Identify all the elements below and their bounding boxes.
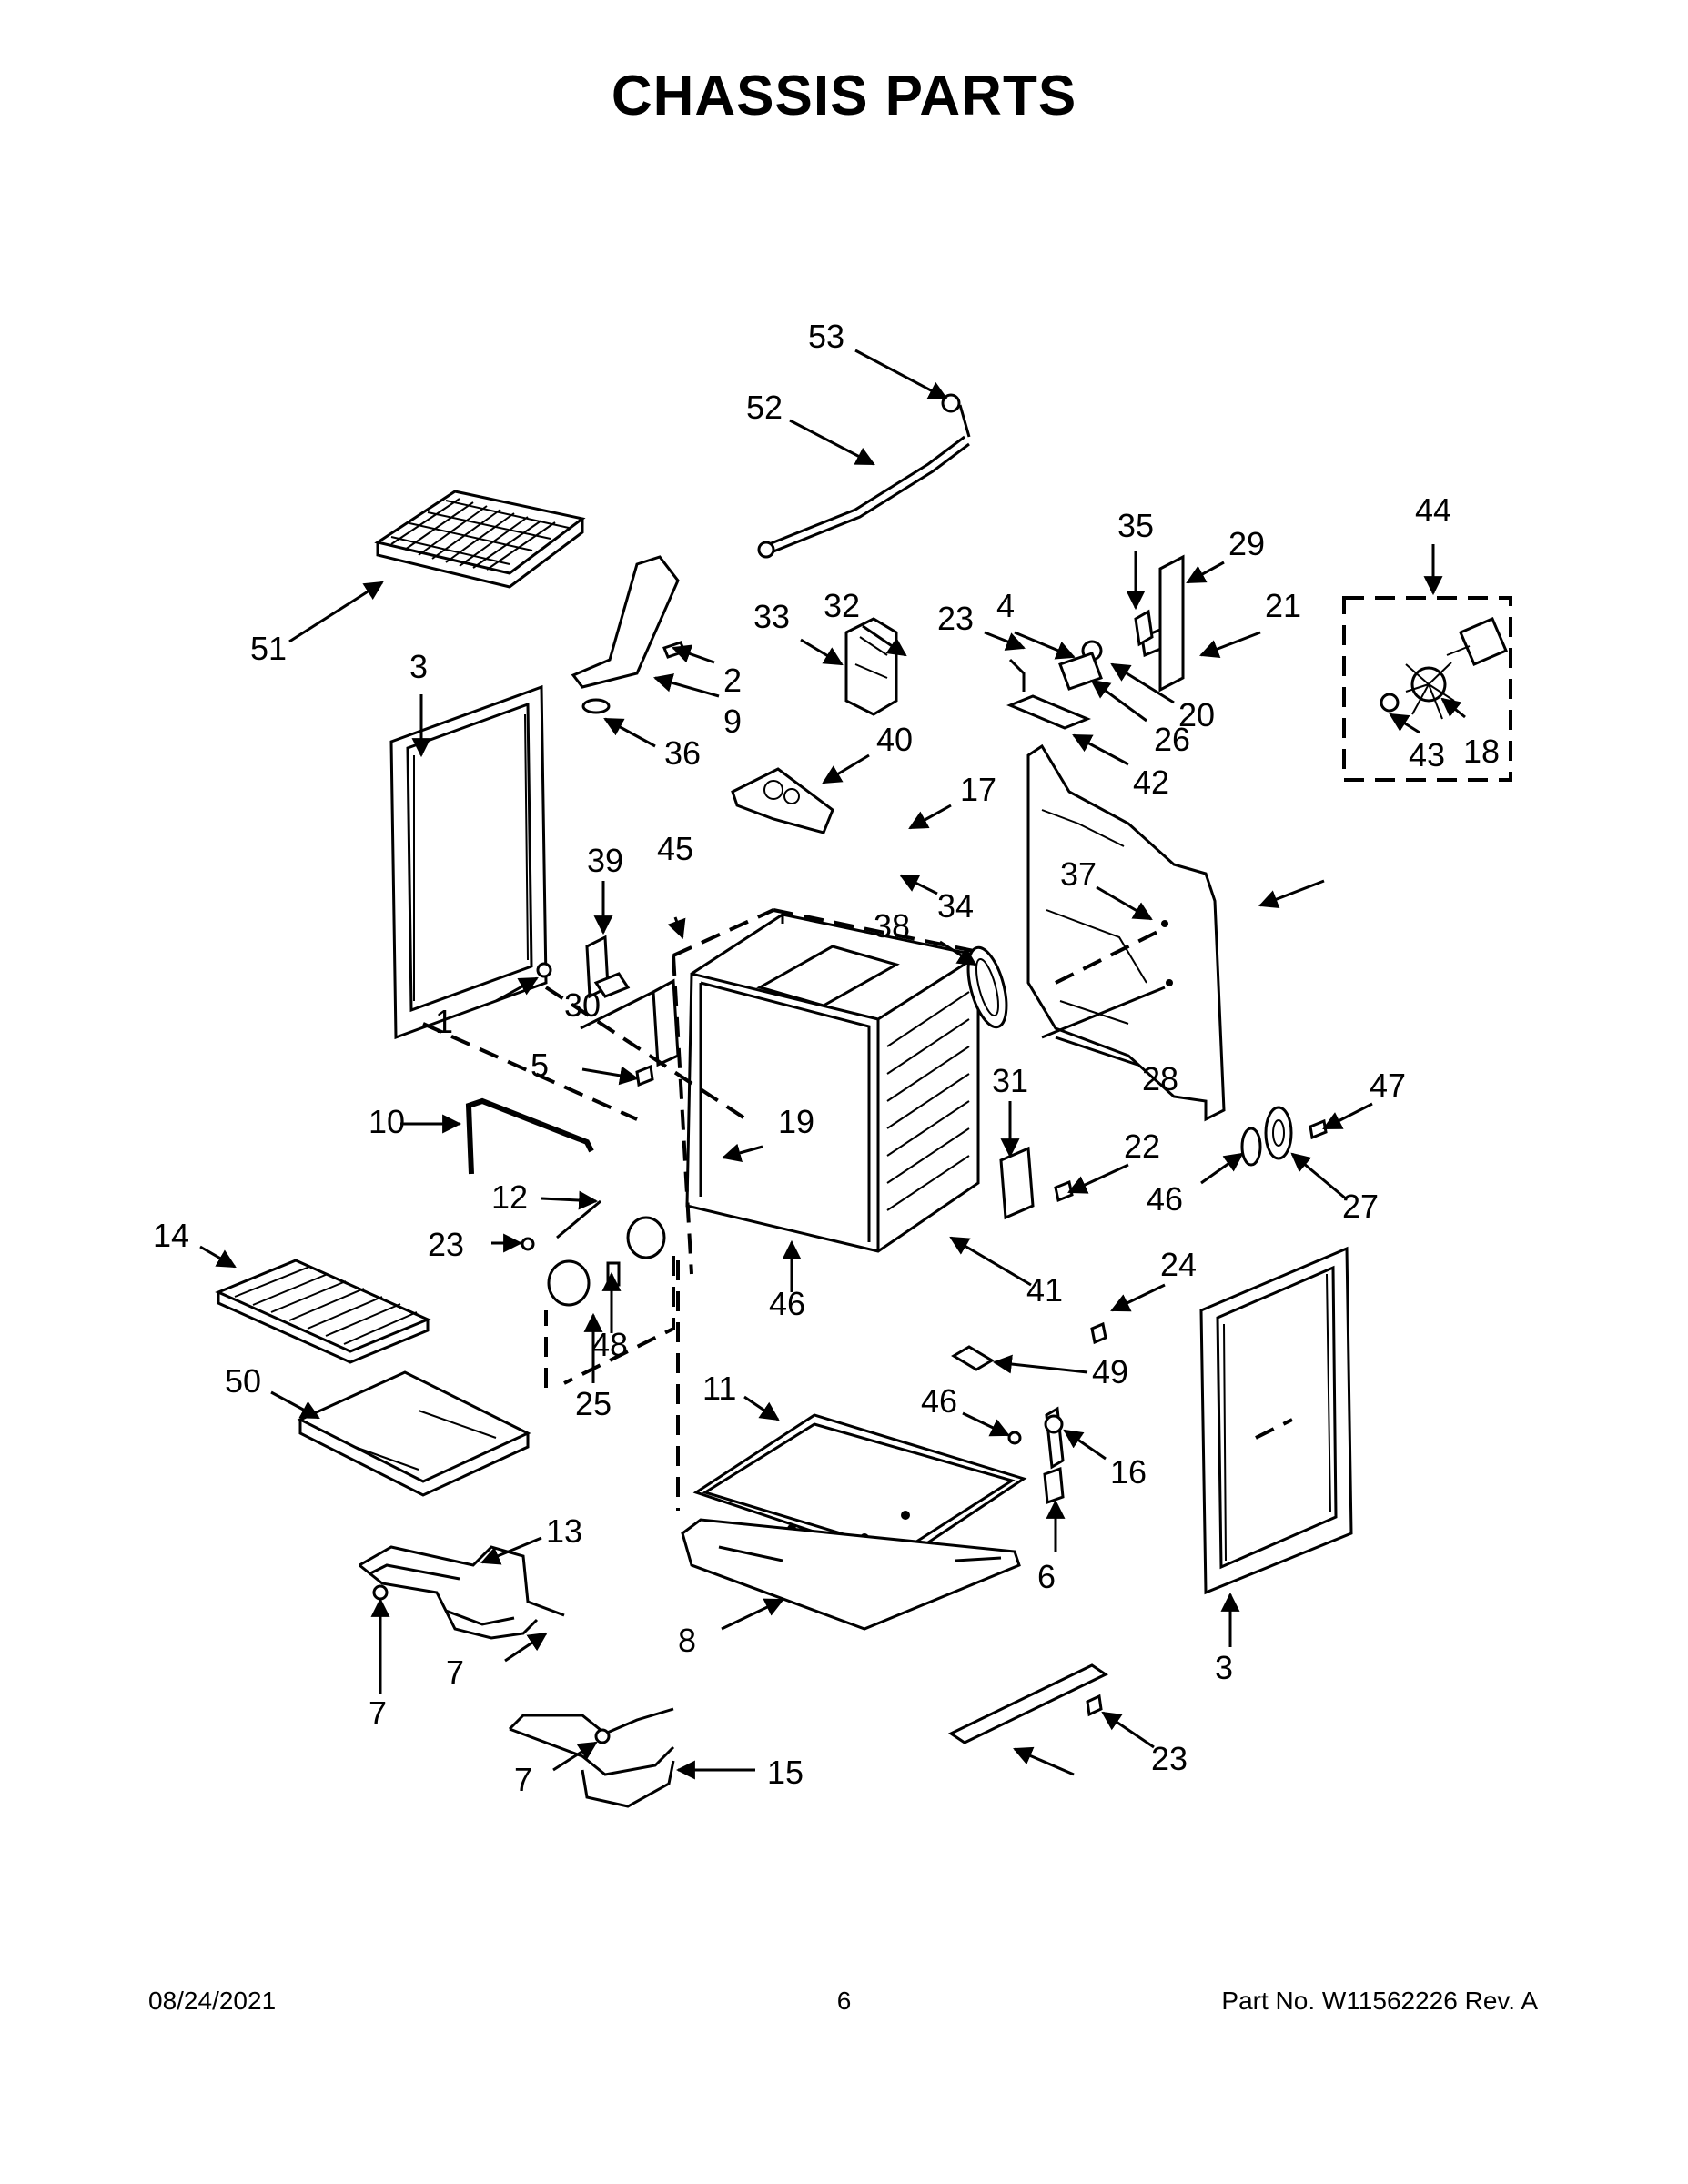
oven-rack-part (215, 1259, 431, 1364)
oven-cavity-part (672, 908, 980, 1275)
back-panel-part (1026, 743, 1226, 1122)
footer-page-number: 6 (836, 1987, 852, 2015)
callout-label: 49 (1092, 1353, 1128, 1390)
callout-label: 10 (369, 1103, 405, 1140)
sensor-bracket-part (999, 1146, 1074, 1220)
callout-label: 4 (996, 587, 1015, 624)
callout-label: 15 (767, 1754, 804, 1791)
callout-label: 26 (1154, 721, 1190, 758)
broiler-rack-part (374, 490, 586, 589)
callout-label: 46 (1147, 1180, 1183, 1218)
broil-element-part (508, 1707, 675, 1808)
bake-element-part (359, 1545, 565, 1640)
callout-label: 29 (1228, 525, 1265, 562)
callout-label: 1 (435, 1003, 453, 1040)
oven-bottom-part (676, 1260, 1027, 1631)
leader-lines (199, 349, 1466, 1780)
callout-label: 2 (723, 662, 742, 699)
callout-label: 51 (250, 630, 287, 667)
callout-label: 46 (769, 1285, 805, 1322)
gasket-ring-part (966, 945, 1008, 1029)
callout-label: 18 (1463, 733, 1500, 770)
callout-label: 23 (1151, 1740, 1188, 1777)
callout-label: 16 (1110, 1453, 1147, 1491)
callout-label: 23 (937, 600, 974, 637)
callout-label: 7 (514, 1761, 532, 1798)
callout-label: 20 (1178, 696, 1215, 733)
callout-label: 12 (491, 1178, 528, 1216)
callout-label: 32 (824, 587, 860, 624)
insulation-part (844, 617, 898, 716)
callout-labels: 53 52 51 3 2 9 36 33 32 40 23 4 35 29 21… (153, 318, 1500, 1798)
footer-date: 08/24/2021 (148, 1987, 277, 2015)
door-gasket-part (465, 1097, 594, 1175)
callout-label: 19 (778, 1103, 814, 1140)
callout-label: 7 (446, 1653, 464, 1691)
terminal-block-part (951, 1321, 1107, 1505)
callout-label: 39 (587, 842, 623, 879)
callout-label: 30 (564, 986, 601, 1024)
callout-label: 53 (808, 318, 844, 355)
callout-label: 23 (428, 1226, 464, 1263)
callout-label: 3 (409, 648, 428, 685)
wire-harness-part (757, 393, 971, 559)
callout-label: 46 (921, 1382, 957, 1420)
leader-dashes (422, 926, 1293, 1440)
callout-label: 42 (1133, 763, 1169, 801)
callout-label: 38 (874, 907, 910, 945)
callout-label: 8 (678, 1622, 696, 1659)
callout-label: 43 (1409, 736, 1445, 774)
footer-part-number: Part No. W11562226 Rev. A (1221, 1987, 1538, 2015)
callout-label: 52 (746, 389, 783, 426)
callout-label: 5 (531, 1046, 549, 1084)
callout-label: 27 (1342, 1188, 1379, 1225)
drawer-slide-part (947, 1663, 1109, 1744)
page-title: CHASSIS PARTS (611, 65, 1077, 127)
callout-label: 50 (225, 1362, 261, 1400)
callout-label: 35 (1117, 507, 1154, 544)
callout-label: 9 (723, 703, 742, 740)
callout-label: 33 (753, 598, 790, 635)
callout-label: 44 (1415, 491, 1451, 529)
callout-label: 14 (153, 1217, 189, 1254)
hinge-bracket-part (571, 555, 686, 714)
rear-bracket-part (1134, 554, 1185, 693)
callout-label: 11 (702, 1370, 736, 1407)
callout-label: 24 (1160, 1246, 1197, 1283)
callout-label: 22 (1124, 1127, 1160, 1165)
callout-label: 41 (1026, 1271, 1063, 1309)
callout-label: 36 (664, 734, 701, 772)
control-module-part (731, 767, 834, 834)
fan-grommet-part (1240, 1106, 1328, 1167)
callout-label: 31 (992, 1062, 1028, 1099)
callout-label: 21 (1265, 587, 1301, 624)
convection-fan-part (1342, 596, 1512, 782)
callout-label: 3 (1215, 1649, 1233, 1686)
callout-label: 48 (591, 1326, 628, 1363)
callout-label: 47 (1370, 1067, 1406, 1104)
side-panel-left-part (389, 684, 548, 1040)
callout-label: 13 (546, 1512, 582, 1550)
broiler-pan-part (297, 1370, 531, 1497)
callout-label: 45 (657, 830, 693, 867)
callout-label: 6 (1037, 1558, 1056, 1595)
callout-label: 40 (876, 721, 913, 758)
callout-label: 7 (369, 1694, 387, 1732)
side-panel-right-part (1199, 1246, 1353, 1595)
callout-label: 17 (960, 771, 996, 808)
callout-label: 34 (937, 887, 974, 925)
callout-label: 25 (575, 1385, 612, 1422)
callout-label: 37 (1060, 855, 1097, 893)
callout-label: 28 (1142, 1060, 1178, 1097)
